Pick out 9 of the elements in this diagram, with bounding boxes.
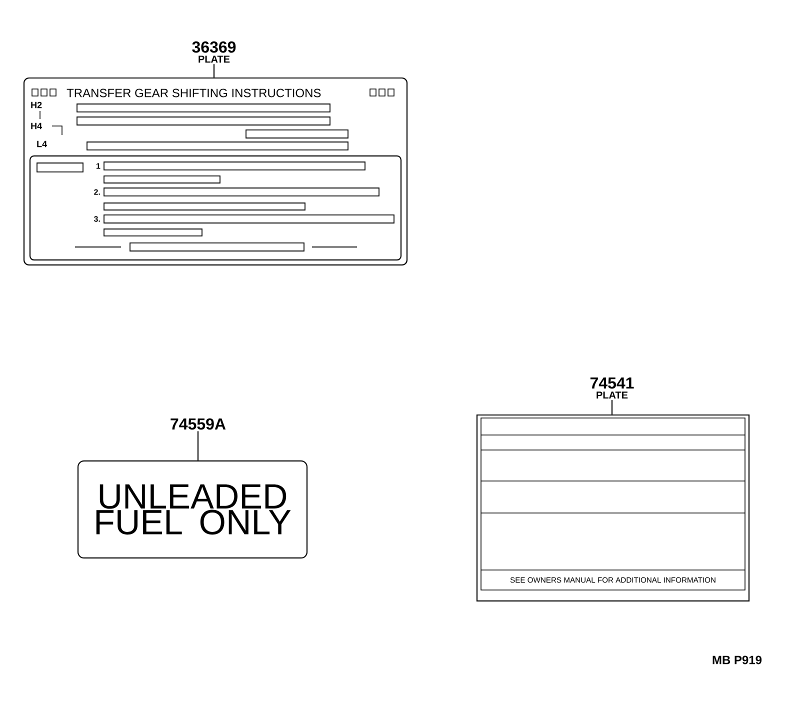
part-number: 36369 PLATE xyxy=(192,41,236,63)
part-number: 74541 PLATE xyxy=(590,377,634,398)
leader-line xyxy=(611,400,613,414)
instruction-plate: TRANSFER GEAR SHIFTING INSTRUCTIONS H2 H4 L4 1 2. 3. xyxy=(23,77,408,266)
fuel-plate: UNLEADED FUEL ONLY xyxy=(77,460,308,559)
part-number: 74559A xyxy=(170,418,226,430)
drawing-code: MB P919 xyxy=(712,656,762,664)
leader-line xyxy=(213,64,215,78)
leader-line xyxy=(197,431,199,460)
